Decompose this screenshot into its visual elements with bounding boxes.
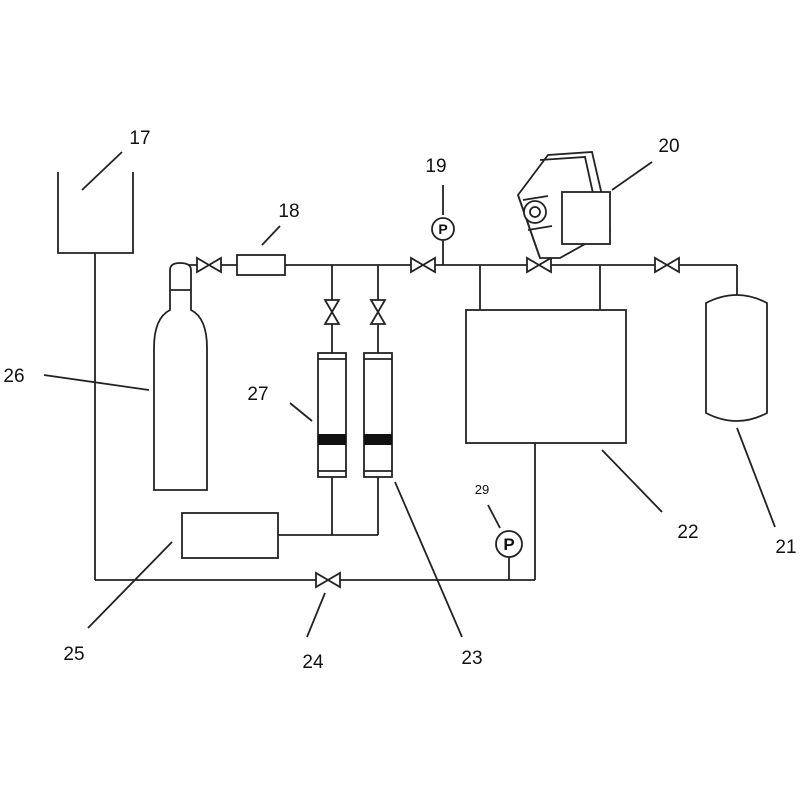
pump-unit [181,512,279,559]
reference-labels: 17 18 19 20 21 22 23 24 25 26 27 29 [3,128,796,673]
valve-icon [369,299,387,325]
valve-icon [196,256,222,274]
label-19: 19 [425,156,446,177]
label-29: 29 [475,482,489,497]
inline-filter [236,254,286,276]
open-container [57,172,134,254]
packed-column [363,352,393,478]
camera-device [516,151,612,259]
label-21: 21 [775,537,796,558]
main-tank [465,309,627,444]
label-27: 27 [247,384,268,405]
label-17: 17 [129,128,150,149]
valves [196,256,680,589]
packed-column [317,352,347,478]
valve-icon [323,299,341,325]
gauge-symbol: P [438,221,447,237]
label-18: 18 [278,201,299,222]
label-23: 23 [461,648,482,669]
label-26: 26 [3,366,24,387]
storage-vessel [705,294,768,422]
valve-icon [410,256,436,274]
label-20: 20 [658,136,679,157]
valve-icon [526,256,552,274]
pressure-gauge-19: P [431,217,455,241]
valve-icon [654,256,680,274]
label-24: 24 [302,652,324,673]
gauge-symbol: P [503,535,514,554]
leader-lines [43,151,776,638]
label-25: 25 [63,644,84,665]
valve-icon [315,571,341,589]
label-22: 22 [677,522,698,543]
gas-cylinder [153,262,208,491]
pressure-gauge-29: P [495,530,523,558]
